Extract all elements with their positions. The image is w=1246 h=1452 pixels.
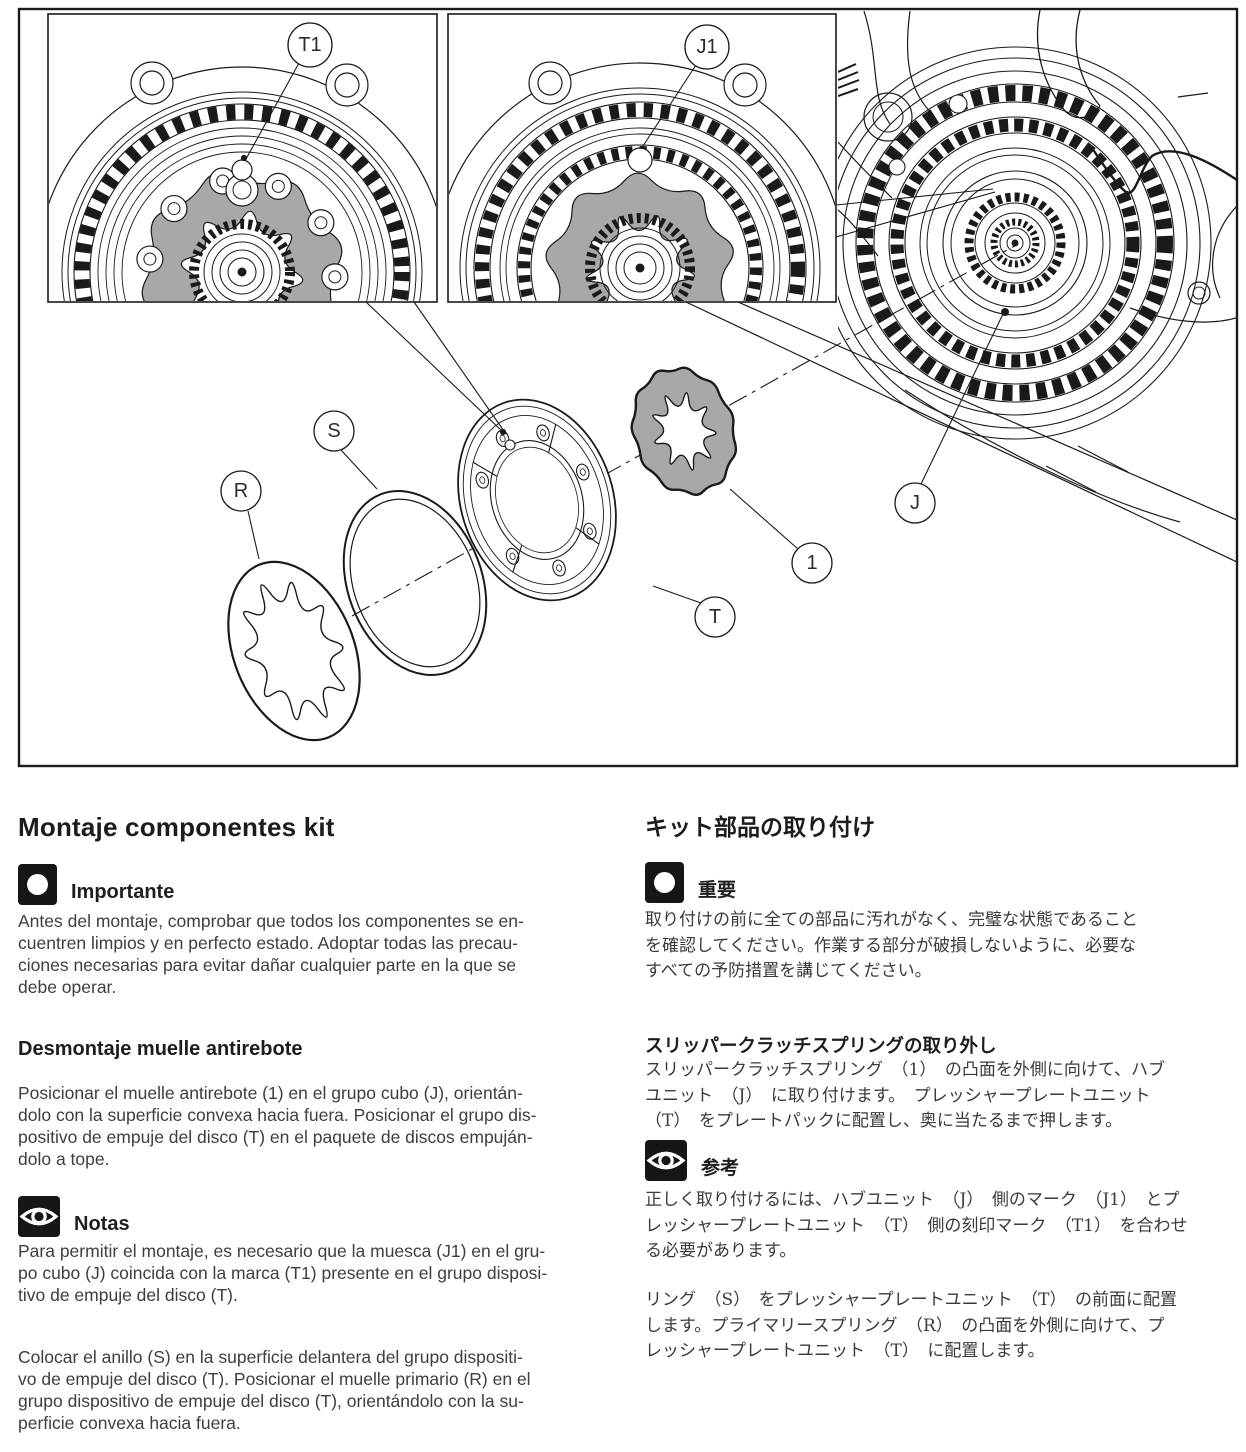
- important-text-es: Antes del montaje, comprobar que todos l…: [18, 911, 524, 997]
- paragraph1-es: Posicionar el muelle antirebote (1) en e…: [18, 1083, 537, 1169]
- notes-label-es: Notas: [74, 1213, 130, 1235]
- callout-t1: T1: [245, 22, 333, 160]
- hub-detail: [435, 62, 845, 301]
- callout-1-label: 1: [806, 552, 817, 574]
- callout-j: J: [894, 308, 1009, 524]
- callout-t1-label: T1: [298, 34, 321, 56]
- callout-t: T: [652, 585, 736, 638]
- callout-j1: J1: [640, 24, 730, 150]
- section-title-es: Montaje componentes kit: [18, 812, 335, 842]
- notes-eye-icon: [18, 1196, 60, 1237]
- callout-r-label: R: [234, 480, 248, 502]
- callout-r: R: [220, 470, 262, 560]
- important-text-jp: 取り付けの前に全ての部品に汚れがなく、完璧な状態であること を確認してください。…: [645, 910, 1138, 981]
- pressure-plate-detail: [37, 62, 447, 301]
- important-icon: [645, 862, 684, 903]
- inset-leader-lines: [365, 188, 996, 435]
- exploded-components-illustration: [204, 243, 1236, 760]
- callout-1: 1: [729, 488, 833, 584]
- notes-text-es: Para permitir el montaje, es necesario q…: [18, 1241, 548, 1305]
- important-label-jp: 重要: [698, 879, 737, 901]
- figure-frame: [17, 7, 1239, 768]
- important-icon: [18, 864, 57, 905]
- important-row-es: Importante: [18, 864, 174, 905]
- callout-j-label: J: [910, 492, 920, 514]
- callout-s: S: [313, 410, 378, 490]
- notes-row-es: Notas: [18, 1196, 130, 1237]
- callout-j1-label: J1: [696, 36, 717, 58]
- important-row-jp: 重要: [645, 862, 736, 903]
- clutch-kit-figure: T1 J1 S R: [17, 7, 1239, 768]
- paragraph2-jp: リング （S） をプレッシャープレートユニット （T） の前面に配置 します。プ…: [645, 1290, 1177, 1361]
- paragraph2-es: Colocar el anillo (S) en la superficie d…: [18, 1347, 531, 1433]
- notes-label-jp: 参考: [701, 1157, 740, 1179]
- callout-t-label: T: [709, 606, 721, 628]
- notes-eye-icon: [645, 1140, 687, 1181]
- callout-labels: T1 J1 S R: [220, 22, 1009, 638]
- important-label-es: Importante: [71, 881, 175, 903]
- callout-s-label: S: [327, 420, 340, 442]
- paragraph1-jp: スリッパークラッチスプリング （1） の凸面を外側に向けて、ハブ ユニット （J…: [645, 1060, 1165, 1131]
- engine-clutch-illustration: [838, 10, 1236, 523]
- section-title-jp: キット部品の取り付け: [645, 815, 875, 841]
- notes-row-jp: 参考: [645, 1140, 739, 1181]
- subheading-jp: スリッパークラッチスプリングの取り外し: [645, 1036, 997, 1057]
- notes-text-jp: 正しく取り付けるには、ハブユニット （J） 側のマーク （J1） とプ レッシャ…: [645, 1190, 1188, 1261]
- subheading-es: Desmontaje muelle antirebote: [18, 1038, 303, 1060]
